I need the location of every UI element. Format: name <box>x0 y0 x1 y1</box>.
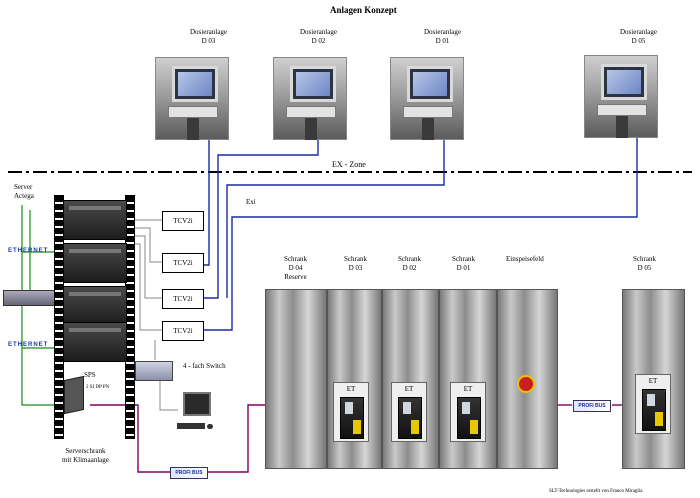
sps-sub-label: 2 SI DP PN <box>86 385 110 390</box>
ethernet-switch <box>3 290 55 306</box>
server-unit-2 <box>63 243 127 283</box>
credit-text: SLT-Technologies erstellt von Franco Mir… <box>549 489 643 494</box>
cabinet-d03 <box>327 289 382 469</box>
cabinet-d01 <box>439 289 497 469</box>
tcv-box-4: TCV2i <box>162 321 204 341</box>
gray-lines <box>131 219 178 411</box>
network-lines <box>203 136 638 331</box>
pc-mouse <box>207 424 213 429</box>
cabinet-d02 <box>382 289 439 469</box>
profibus-logo-right: PROFI BUS <box>573 400 611 412</box>
server-unit-1 <box>63 200 127 240</box>
pc-keyboard <box>177 423 205 429</box>
main-switch-icon <box>517 375 535 393</box>
ethernet-label-top: ETHERNET <box>8 248 49 254</box>
sps-label: SPS <box>84 371 96 379</box>
switch-label: 4 - fach Switch <box>183 362 226 370</box>
server-unit-4 <box>63 322 127 362</box>
et-module-d03: ET <box>333 382 369 442</box>
ex-zone-label: EX - Zone <box>332 160 366 169</box>
terminal-d05 <box>584 55 658 138</box>
exi-label: Exi <box>246 198 256 206</box>
tcv-box-2: TCV2i <box>162 253 204 273</box>
terminal-d01 <box>390 57 464 140</box>
terminal-d02 <box>273 57 347 140</box>
cabinet-d04 <box>265 289 327 469</box>
ethernet-label-bottom: ETHERNET <box>8 342 49 348</box>
sps-device <box>64 375 84 415</box>
profibus-lines <box>90 404 622 473</box>
page-title: Anlagen Konzept <box>330 5 397 15</box>
profibus-logo-bottom: PROFI BUS <box>170 467 208 479</box>
et-module-d05: ET <box>635 374 671 434</box>
et-module-d01: ET <box>450 382 486 442</box>
terminal-d03 <box>155 57 229 140</box>
tcv-box-3: TCV2i <box>162 289 204 309</box>
et-module-d02: ET <box>391 382 427 442</box>
cabinet-label-einspeisefeld: Einspeisefeld <box>506 255 544 263</box>
tcv-box-1: TCV2i <box>162 211 204 231</box>
pc-monitor <box>183 392 211 416</box>
server-unit-3 <box>63 286 127 326</box>
four-port-switch <box>135 361 173 381</box>
